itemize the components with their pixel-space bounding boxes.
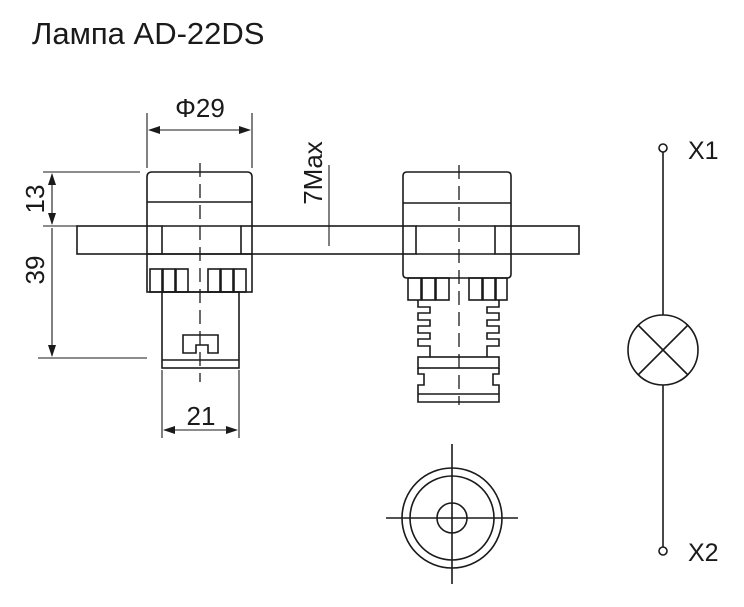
terminal-icon [182,334,219,354]
dim-diameter: Φ29 [175,93,225,123]
dim-panel-thickness: 7Max [298,141,328,205]
drawing-title: Лампа AD-22DS [32,16,265,51]
side-view-body [402,165,512,405]
dim-body-depth: 39 [20,256,50,285]
lamp-icon [627,314,699,386]
label-x1: X1 [688,137,719,165]
lamp-schematic: X1 X2 [627,137,719,567]
side-view-dimensioned: Φ29 13 39 21 7Max [20,93,330,438]
terminal-x2-icon [658,546,668,556]
dim-body-width: 21 [187,401,216,431]
dim-head-height: 13 [20,185,50,214]
mounting-panel [76,225,580,255]
front-view [386,444,518,584]
terminal-x1-icon [658,143,668,153]
label-x2: X2 [688,539,719,567]
